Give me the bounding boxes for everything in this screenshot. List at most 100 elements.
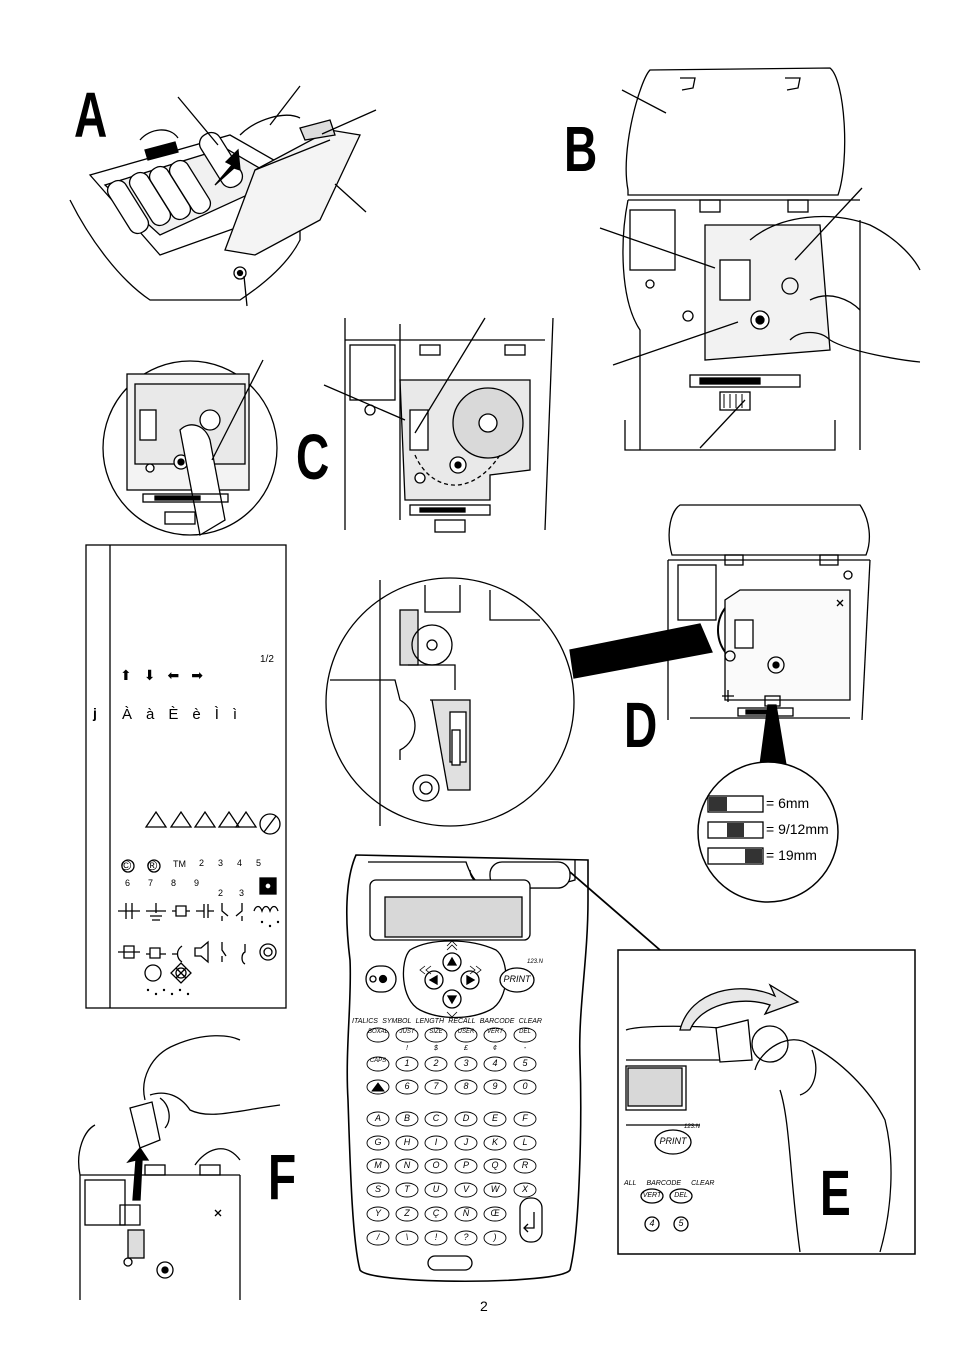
function-key[interactable]: JUST	[399, 1029, 415, 1035]
function-key[interactable]: USER	[457, 1029, 475, 1035]
letter-key[interactable]: G	[374, 1137, 382, 1147]
inset-del-key[interactable]: DEL	[674, 1192, 688, 1199]
inset-label: CLEAR	[691, 1180, 715, 1187]
function-key-outline	[424, 1027, 448, 1043]
symbol-key[interactable]: \	[405, 1232, 409, 1242]
function-label: ITALICS	[352, 1018, 378, 1025]
letter-key[interactable]: Q	[491, 1160, 499, 1170]
number-key[interactable]: 8	[463, 1081, 469, 1091]
letter-key-outline	[454, 1206, 478, 1222]
panel-letter-d: D	[624, 689, 658, 761]
device-print-key[interactable]: PRINT	[503, 974, 531, 984]
letter-key[interactable]: W	[490, 1184, 500, 1194]
panel-letter-e: E	[820, 1157, 851, 1229]
function-key-outline	[366, 1027, 390, 1043]
accented-letter: È	[168, 706, 179, 723]
superscript-number: 2	[199, 858, 205, 868]
caps-key[interactable]: CAPS	[369, 1058, 387, 1064]
letter-key[interactable]: B	[403, 1113, 410, 1123]
function-key[interactable]: BOXAL	[367, 1029, 388, 1035]
page-number: 2	[480, 1298, 488, 1314]
subscript-number: 6	[125, 878, 131, 888]
letter-key-outline	[513, 1182, 537, 1198]
function-key-outline	[513, 1027, 537, 1043]
function-label: CLEAR	[518, 1018, 542, 1025]
subscript-number: 8	[171, 878, 177, 888]
letter-key[interactable]: N	[403, 1160, 411, 1170]
symbol-key[interactable]: !	[434, 1232, 438, 1242]
letter-key-outline	[513, 1111, 537, 1127]
letter-key[interactable]: K	[491, 1137, 498, 1147]
keypad-key-outlines	[366, 1027, 537, 1246]
number-key[interactable]: 2	[433, 1058, 439, 1068]
symbol-key-outline	[366, 1230, 390, 1246]
number-key[interactable]: 5	[522, 1058, 528, 1068]
symbol-key[interactable]: ?	[463, 1232, 469, 1242]
letter-key[interactable]: U	[432, 1184, 440, 1194]
letter-key[interactable]: Z	[404, 1208, 410, 1218]
letter-key[interactable]: C	[432, 1113, 440, 1123]
shift-symbol: ¢	[493, 1045, 497, 1052]
number-key[interactable]: 4	[492, 1058, 498, 1068]
letter-key[interactable]: A	[374, 1113, 381, 1123]
accented-letter: ì	[232, 706, 238, 723]
number-key[interactable]: 6	[404, 1081, 410, 1091]
letter-key-outline	[454, 1111, 478, 1127]
inset-key-4[interactable]: 4	[649, 1218, 655, 1228]
symbol-key[interactable]: /	[376, 1232, 380, 1242]
number-key[interactable]: 7	[433, 1081, 439, 1091]
letter-key[interactable]: I	[434, 1137, 438, 1147]
symbol-table-glyphs	[118, 810, 281, 996]
letter-key-outline	[483, 1111, 507, 1127]
panel-letter-c: C	[296, 421, 330, 493]
letter-key[interactable]: M	[374, 1160, 382, 1170]
letter-key[interactable]: F	[522, 1113, 528, 1123]
letter-key-outline	[395, 1158, 419, 1174]
symbol-key-outline	[395, 1230, 419, 1246]
inset-key-5[interactable]: 5	[678, 1218, 684, 1228]
function-key[interactable]: DEL	[519, 1029, 531, 1035]
shift-arrow-icon[interactable]	[371, 1082, 385, 1092]
letter-key-outline	[366, 1111, 390, 1127]
function-key[interactable]: SIZE	[429, 1029, 443, 1035]
letter-key-outline	[395, 1135, 419, 1151]
letter-key[interactable]: R	[521, 1160, 529, 1170]
letter-key[interactable]: L	[522, 1137, 528, 1147]
number-key[interactable]: 1	[404, 1058, 410, 1068]
panel-d-illustration	[667, 504, 871, 721]
letter-key-outline	[454, 1135, 478, 1151]
letter-key[interactable]: Ç	[432, 1208, 440, 1218]
letter-key[interactable]: O	[432, 1160, 440, 1170]
function-key[interactable]: VERT	[487, 1029, 503, 1035]
letter-key-outline	[513, 1135, 537, 1151]
panel-letter-f: F	[268, 1141, 297, 1213]
letter-key[interactable]: T	[404, 1184, 410, 1194]
subscript-number: 7	[148, 878, 154, 888]
letter-key[interactable]: S	[374, 1184, 381, 1194]
number-key[interactable]: 3	[463, 1058, 469, 1068]
letter-key[interactable]: Y	[374, 1208, 381, 1218]
panel-letter-b: B	[564, 113, 598, 185]
shift-symbol: £	[464, 1045, 468, 1052]
letter-key[interactable]: E	[491, 1113, 498, 1123]
letter-key[interactable]: X	[521, 1184, 528, 1194]
letter-key[interactable]: J	[463, 1137, 469, 1147]
letter-key-outline	[366, 1182, 390, 1198]
function-label: SYMBOL	[382, 1018, 412, 1025]
letter-key[interactable]: P	[462, 1160, 469, 1170]
letter-key[interactable]: D	[462, 1113, 470, 1123]
small-number: 2	[218, 888, 224, 898]
letter-key-outline	[454, 1182, 478, 1198]
inset-vert-key[interactable]: VERT	[642, 1192, 662, 1199]
letter-key[interactable]: Œ	[490, 1208, 500, 1218]
number-key[interactable]: 0	[522, 1081, 528, 1091]
subscript-number: 9	[194, 878, 200, 888]
symbol-key[interactable]: )	[493, 1232, 497, 1242]
letter-key[interactable]: V	[462, 1184, 469, 1194]
letter-key[interactable]: Ñ	[462, 1208, 470, 1218]
inset-print-key[interactable]: PRINT	[659, 1136, 687, 1146]
letter-key[interactable]: H	[403, 1137, 411, 1147]
number-key[interactable]: 9	[492, 1081, 498, 1091]
